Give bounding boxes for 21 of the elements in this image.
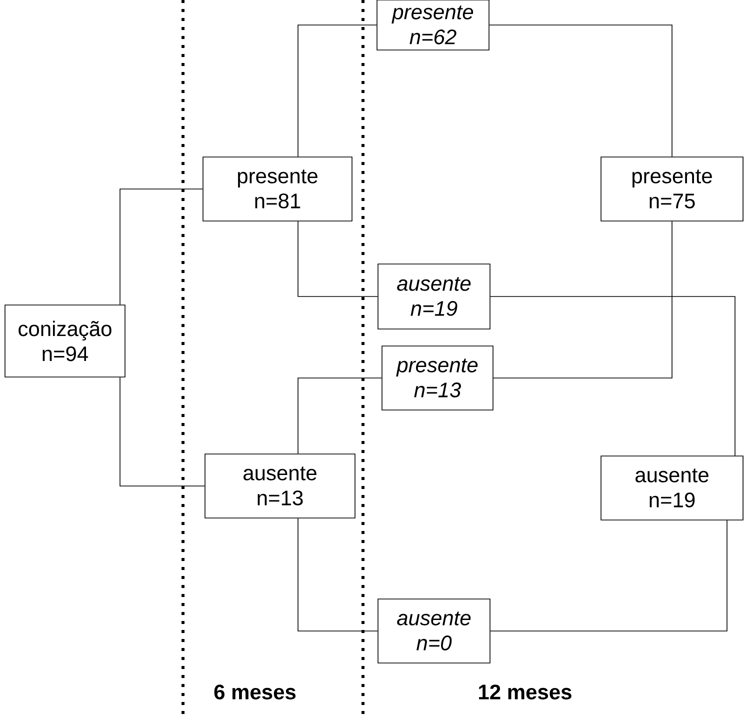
text-box: ausente n=19 [378, 264, 490, 330]
connector-line [490, 296, 736, 456]
text-box: ausente n=19 [600, 456, 744, 520]
text-box: presente n=62 [376, 0, 490, 50]
connector-line [120, 188, 203, 305]
axis-label: 6 meses [212, 682, 298, 702]
text-box: conização n=94 [4, 304, 126, 378]
connector-line [493, 221, 672, 378]
text-box: ausente n=13 [204, 454, 356, 518]
connector-line [490, 520, 728, 632]
connector-line [489, 24, 672, 157]
text-box: presente n=75 [600, 156, 744, 222]
text-box: presente n=13 [382, 346, 494, 410]
connector-line [298, 221, 378, 297]
connector-line [298, 24, 377, 157]
text-box: presente n=81 [202, 156, 352, 222]
connector-line [298, 518, 378, 632]
connector-line [298, 378, 382, 454]
axis-label: 12 meses [476, 682, 574, 702]
connector-line [120, 377, 205, 486]
text-box: ausente n=0 [378, 598, 490, 664]
